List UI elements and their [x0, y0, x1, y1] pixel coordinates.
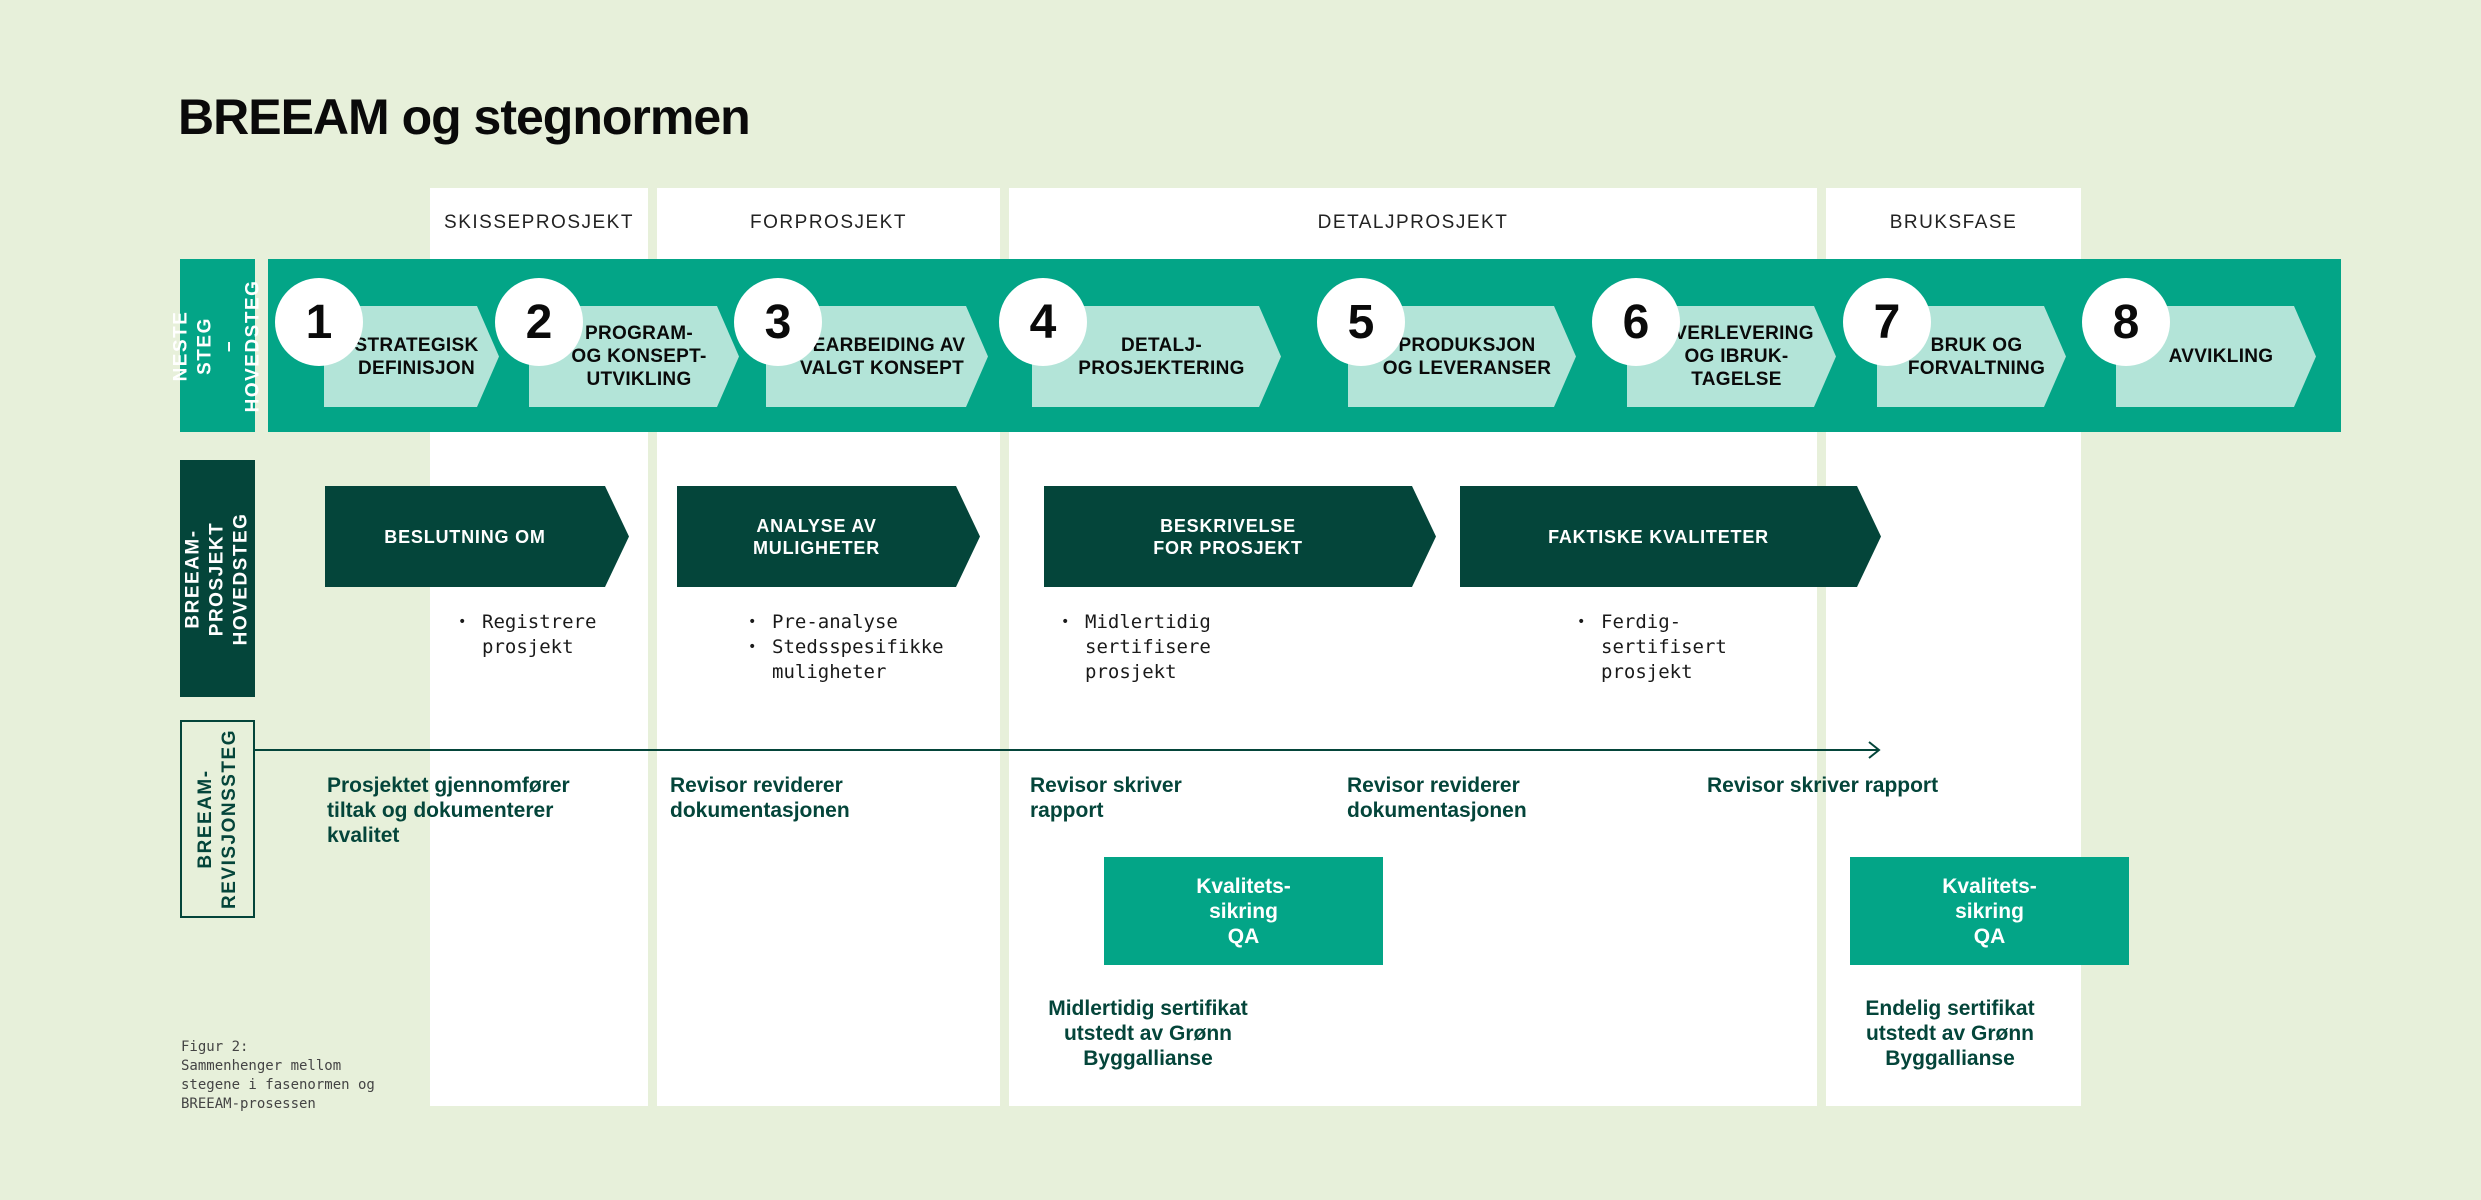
step-label-5: PRODUKSJON OG LEVERANSER	[1382, 334, 1552, 379]
step-label-7: BRUK OG FORVALTNING	[1907, 334, 2046, 379]
step-label-1: STRATEGISK DEFINISJON	[354, 334, 479, 379]
qa-box-1: Kvalitets- sikring QA	[1104, 857, 1383, 965]
step-number-1: 1	[275, 278, 363, 366]
row-label-main-text: NESTE STEG – HOVEDSTEG	[170, 279, 264, 412]
step-number-2: 2	[495, 278, 583, 366]
step-number-6: 6	[1592, 278, 1680, 366]
breeam-bullets-3: Midlertidig sertifisere prosjekt	[1061, 610, 1211, 685]
phase-label-skisseprosjekt: SKISSEPROSJEKT	[444, 212, 634, 233]
step-arrow-1: STRATEGISK DEFINISJON	[324, 306, 499, 407]
revision-timeline-arrow	[255, 741, 1881, 759]
step-label-6: OVERLEVERING OG IBRUK- TAGELSE	[1659, 323, 1814, 390]
row-label-revision: BREEAM- REVISJONSSTEG	[180, 720, 255, 918]
step-number-3: 3	[734, 278, 822, 366]
revision-step-3: Revisor skriver rapport	[1030, 774, 1182, 822]
bullet-item: Ferdig- sertifisert prosjekt	[1577, 610, 1727, 685]
bullet-item: Stedsspesifikke muligheter	[748, 635, 944, 685]
breeam-step-label-1: BESLUTNING OM	[384, 526, 546, 547]
step-label-3: BEARBEIDING AV VALGT KONSEPT	[798, 334, 966, 379]
phase-label-forprosjekt: FORPROSJEKT	[750, 212, 907, 233]
bullet-item: Pre-analyse	[748, 610, 944, 635]
page-title: BREEAM og stegnormen	[178, 89, 751, 145]
breeam-step-arrow-4: FAKTISKE KVALITETER	[1460, 486, 1881, 587]
certificate-final: Endelig sertifikat utstedt av Grønn Bygg…	[1865, 997, 2035, 1070]
breeam-step-arrow-1: BESLUTNING OM	[325, 486, 629, 587]
qa-box-2: Kvalitets- sikring QA	[1850, 857, 2129, 965]
row-label-breeam-text: BREEAM-PROSJEKT HOVEDSTEG	[182, 512, 252, 645]
revision-step-4: Revisor reviderer dokumentasjonen	[1347, 774, 1527, 822]
revision-step-2: Revisor reviderer dokumentasjonen	[670, 774, 850, 822]
certificate-interim: Midlertidig sertifikat utstedt av Grønn …	[1048, 997, 1248, 1070]
step-number-8: 8	[2082, 278, 2170, 366]
revision-step-1: Prosjektet gjennomfører tiltak og dokume…	[327, 774, 570, 847]
row-label-main: NESTE STEG – HOVEDSTEG	[171, 259, 264, 432]
breeam-step-arrow-3: BESKRIVELSE FOR PROSJEKT	[1044, 486, 1436, 587]
bullet-item: Midlertidig sertifisere prosjekt	[1061, 610, 1211, 685]
revision-step-5: Revisor skriver rapport	[1707, 774, 1939, 797]
row-label-revision-text: BREEAM- REVISJONSSTEG	[194, 729, 240, 909]
phase-label-bruksfase: BRUKSFASE	[1889, 212, 2018, 233]
breeam-step-label-2: ANALYSE AV MULIGHETER	[753, 515, 880, 558]
phase-label-detaljprosjekt: DETALJPROSJEKT	[1317, 212, 1509, 233]
bullet-item: Registrere prosjekt	[458, 610, 596, 660]
breeam-step-label-4: FAKTISKE KVALITETER	[1548, 526, 1769, 547]
breeam-bullets-1: Registrere prosjekt	[458, 610, 596, 660]
row-label-breeam: BREEAM-PROSJEKT HOVEDSTEG	[180, 460, 255, 697]
step-label-8: AVVIKLING	[2168, 346, 2274, 367]
breeam-step-label-3: BESKRIVELSE FOR PROSJEKT	[1153, 515, 1303, 558]
step-number-7: 7	[1843, 278, 1931, 366]
step-number-4: 4	[999, 278, 1087, 366]
breeam-step-arrow-2: ANALYSE AV MULIGHETER	[677, 486, 980, 587]
step-label-4: DETALJ- PROSJEKTERING	[1078, 334, 1245, 379]
step-label-2: PROGRAM- OG KONSEPT- UTVIKLING	[571, 323, 707, 390]
step-number-5: 5	[1317, 278, 1405, 366]
breeam-bullets-4: Ferdig- sertifisert prosjekt	[1577, 610, 1727, 685]
breeam-bullets-2: Pre-analyse Stedsspesifikke muligheter	[748, 610, 944, 685]
figure-caption: Figur 2: Sammenhenger mellom stegene i f…	[181, 1039, 375, 1112]
